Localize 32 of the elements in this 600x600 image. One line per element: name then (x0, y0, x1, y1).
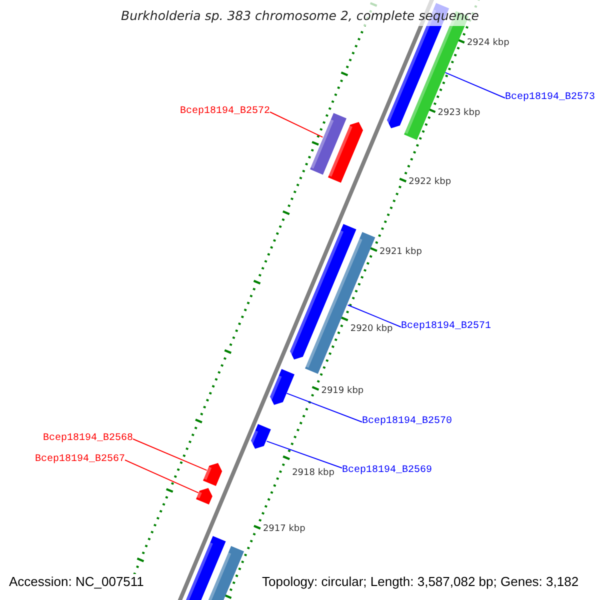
gene-label: Bcep18194_B2573 (505, 92, 596, 104)
tick-label: 2924 kbp (466, 38, 510, 48)
gene-feature-pointed (196, 488, 213, 505)
gene-feature-pointed (251, 424, 272, 448)
leader-line (270, 112, 324, 138)
tick-label: 2922 kbp (408, 177, 452, 188)
leader-line (347, 304, 402, 328)
gene-label: Bcep18194_B2570 (362, 416, 452, 428)
gene-label: Bcep18194_B2569 (342, 465, 432, 477)
map-info: Accession: NC_007511 (9, 574, 144, 589)
leader-line (124, 460, 199, 494)
gene-feature (305, 232, 376, 374)
tick-label: 2919 kbp (321, 386, 364, 396)
gene-feature (310, 112, 347, 174)
gene-feature-pointed (270, 369, 294, 406)
gene-feature-pointed (203, 463, 222, 486)
gene-feature-pointed (328, 122, 364, 183)
gene-label: Bcep18194_B2572 (180, 106, 270, 118)
gene-label: Bcep18194_B2568 (42, 433, 133, 445)
tick-label: 2923 kbp (438, 108, 480, 118)
tick-label: 2921 kbp (380, 246, 422, 257)
gene-label: Bcep18194_B2571 (401, 321, 492, 333)
leader-line (266, 440, 342, 468)
gene-label: Bcep18194_B2567 (34, 454, 125, 466)
tick-label: 2917 kbp (262, 524, 306, 534)
tick-label: 2920 kbp (350, 324, 393, 334)
leader-line (286, 392, 362, 422)
map-info: Topology: circular; Length: 3,587,082 bp; Genes: 3,182 (262, 574, 579, 589)
leader-line (444, 72, 506, 98)
leader-line (132, 438, 208, 471)
tick-label: 2918 kbp (292, 468, 334, 478)
gene-feature (184, 536, 226, 600)
